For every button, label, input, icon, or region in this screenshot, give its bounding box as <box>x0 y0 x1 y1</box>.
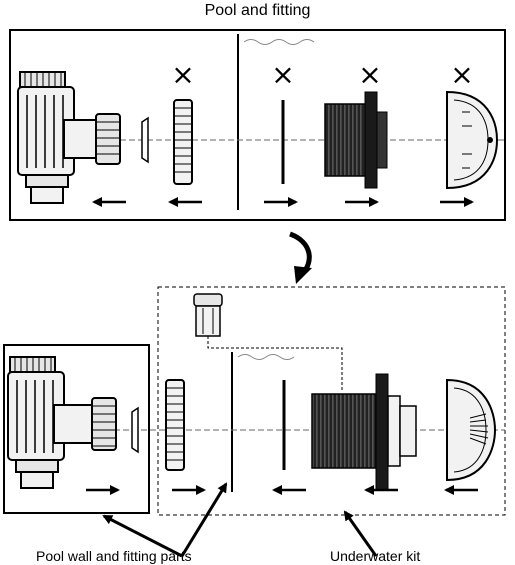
underwater-kit-frame <box>157 286 506 516</box>
bottom-threaded-body <box>311 373 417 491</box>
leader-line-kit <box>343 510 378 557</box>
bottom-inner-nut <box>165 379 185 471</box>
leader-line-wall <box>180 482 228 557</box>
top-o-ring <box>141 116 149 164</box>
bottom-o-ring <box>131 406 139 454</box>
top-inner-nut <box>173 99 193 185</box>
top-water-line <box>243 39 315 45</box>
leader-line-valve <box>102 514 183 558</box>
pool-wall-fitting-frame <box>3 344 150 514</box>
removed-marker-body: × <box>358 58 381 91</box>
top-panel-frame <box>9 29 506 221</box>
removed-marker-nut: × <box>171 58 194 91</box>
removed-marker-gasket: × <box>271 58 294 91</box>
top-pool-valve <box>17 71 121 204</box>
caption-pool-wall-fitting: Pool wall and fitting parts <box>36 548 192 564</box>
removed-marker-cover: × <box>450 58 473 91</box>
top-face-cover <box>446 90 499 190</box>
bottom-water-line <box>237 354 295 360</box>
page-title: Pool and fitting <box>204 2 311 19</box>
bottom-pool-valve <box>7 356 117 489</box>
top-threaded-body <box>324 91 388 189</box>
float-part <box>193 293 223 337</box>
curved-arrow-down-icon <box>288 231 312 284</box>
caption-underwater-kit: Underwater kit <box>330 548 421 564</box>
float-link-line <box>207 336 343 392</box>
bottom-face-cover <box>446 378 497 482</box>
